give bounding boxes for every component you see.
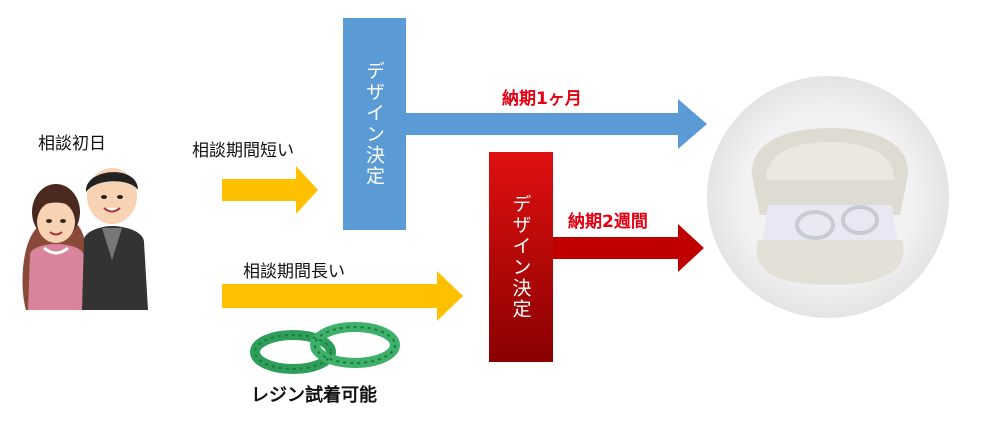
couple-illustration (22, 168, 148, 310)
long-consultation-label: 相談期間長い (243, 262, 345, 282)
delivery-two-weeks-label: 納期2週間 (568, 212, 648, 232)
blue-box-text-wrap: デザイン決定 (343, 18, 406, 230)
yellow-arrow-short (222, 166, 318, 214)
short-consultation-label: 相談期間短い (192, 141, 294, 161)
delivery-one-month-label: 納期1ヶ月 (502, 89, 582, 109)
resin-rings-image (250, 322, 400, 374)
blue-arrow (406, 99, 707, 149)
first-consultation-label: 相談初日 (38, 134, 106, 154)
red-arrow (553, 224, 704, 272)
ring-box-photo (707, 76, 949, 318)
resin-fitting-label: レジン試着可能 (251, 385, 377, 406)
blue-decision-box (343, 18, 406, 230)
red-box-text-wrap: デザイン決定 (489, 152, 553, 362)
yellow-arrow-long (222, 271, 463, 321)
red-decision-box (489, 152, 553, 362)
blue-box-text: デザイン決定 (363, 61, 385, 187)
red-box-text: デザイン決定 (509, 194, 532, 320)
